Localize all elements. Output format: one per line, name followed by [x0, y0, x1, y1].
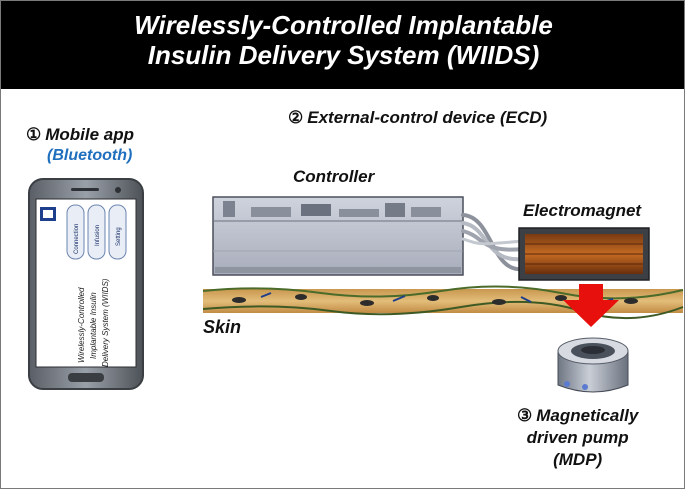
connection-button[interactable] — [66, 204, 85, 260]
infusion-button-label: Infusion — [95, 225, 101, 246]
setting-button[interactable] — [108, 204, 127, 260]
mdp-line-3: (MDP) — [553, 450, 603, 469]
magnetic-field-arrow — [563, 284, 619, 327]
ecd-text: External-control device (ECD) — [307, 108, 548, 127]
title-line-2: Insulin Delivery System (WIIDS) — [147, 40, 540, 70]
controller-device — [212, 196, 464, 276]
number-2: ② — [288, 108, 304, 127]
magnetically-driven-pump — [557, 337, 629, 393]
controller-label: Controller — [293, 167, 375, 186]
app-screen-text-2: Implantable Insulin — [89, 292, 98, 359]
electromagnet-label: Electromagnet — [523, 201, 642, 220]
mobile-app-text: Mobile app — [45, 125, 135, 144]
number-3: ③ — [517, 406, 533, 425]
connection-button-label: Connection — [74, 224, 80, 254]
app-screen-text-1: Wirelessly-Controlled — [77, 287, 86, 363]
infusion-button[interactable] — [87, 204, 106, 260]
title-line-1: Wirelessly-Controlled Implantable — [134, 10, 553, 40]
bluetooth-label: (Bluetooth) — [47, 147, 133, 164]
skin-label: Skin — [203, 317, 242, 337]
smartphone: Connection Infusion Setting Wirelessly-C… — [28, 178, 144, 390]
mdp-line-2: driven pump — [526, 428, 629, 447]
cable-bundle — [461, 213, 525, 272]
electromagnet-device — [518, 227, 650, 281]
number-1: ① — [26, 125, 42, 144]
app-screen-text-3: Delivery System (WIIDS) — [101, 278, 110, 367]
title-banner: Wirelessly-Controlled Implantable Insuli… — [1, 1, 684, 89]
mdp-line-1: Magnetically — [536, 406, 639, 425]
setting-button-label: Setting — [116, 227, 122, 246]
